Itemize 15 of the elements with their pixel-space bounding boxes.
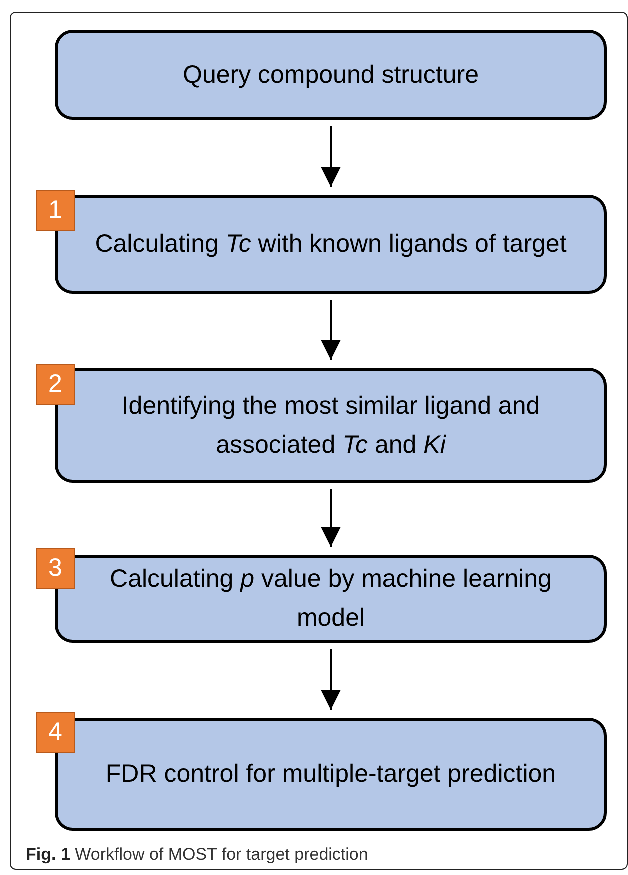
step-number-badge: 3 [36,548,75,589]
arrow [321,649,341,710]
step-number-badge: 4 [36,712,75,753]
step-text: FDR control for multiple-target prediction [104,759,558,790]
step-text: Query compound structure [182,60,480,91]
step-text: Calculating Tc with known ligands of target [94,229,568,260]
step-number-badge: 1 [36,190,75,231]
arrow [321,300,341,360]
arrow [321,489,341,547]
step-number-badge: 2 [36,364,75,405]
step-text: Identifying the most similar ligand and associated Tc and Ki [120,390,542,460]
arrow [321,126,341,187]
figure-caption: Fig. 1 Workflow of MOST for target prediction [26,845,368,865]
step-text: Calculating p value by machine learning model [109,564,553,634]
process-box [55,30,607,120]
